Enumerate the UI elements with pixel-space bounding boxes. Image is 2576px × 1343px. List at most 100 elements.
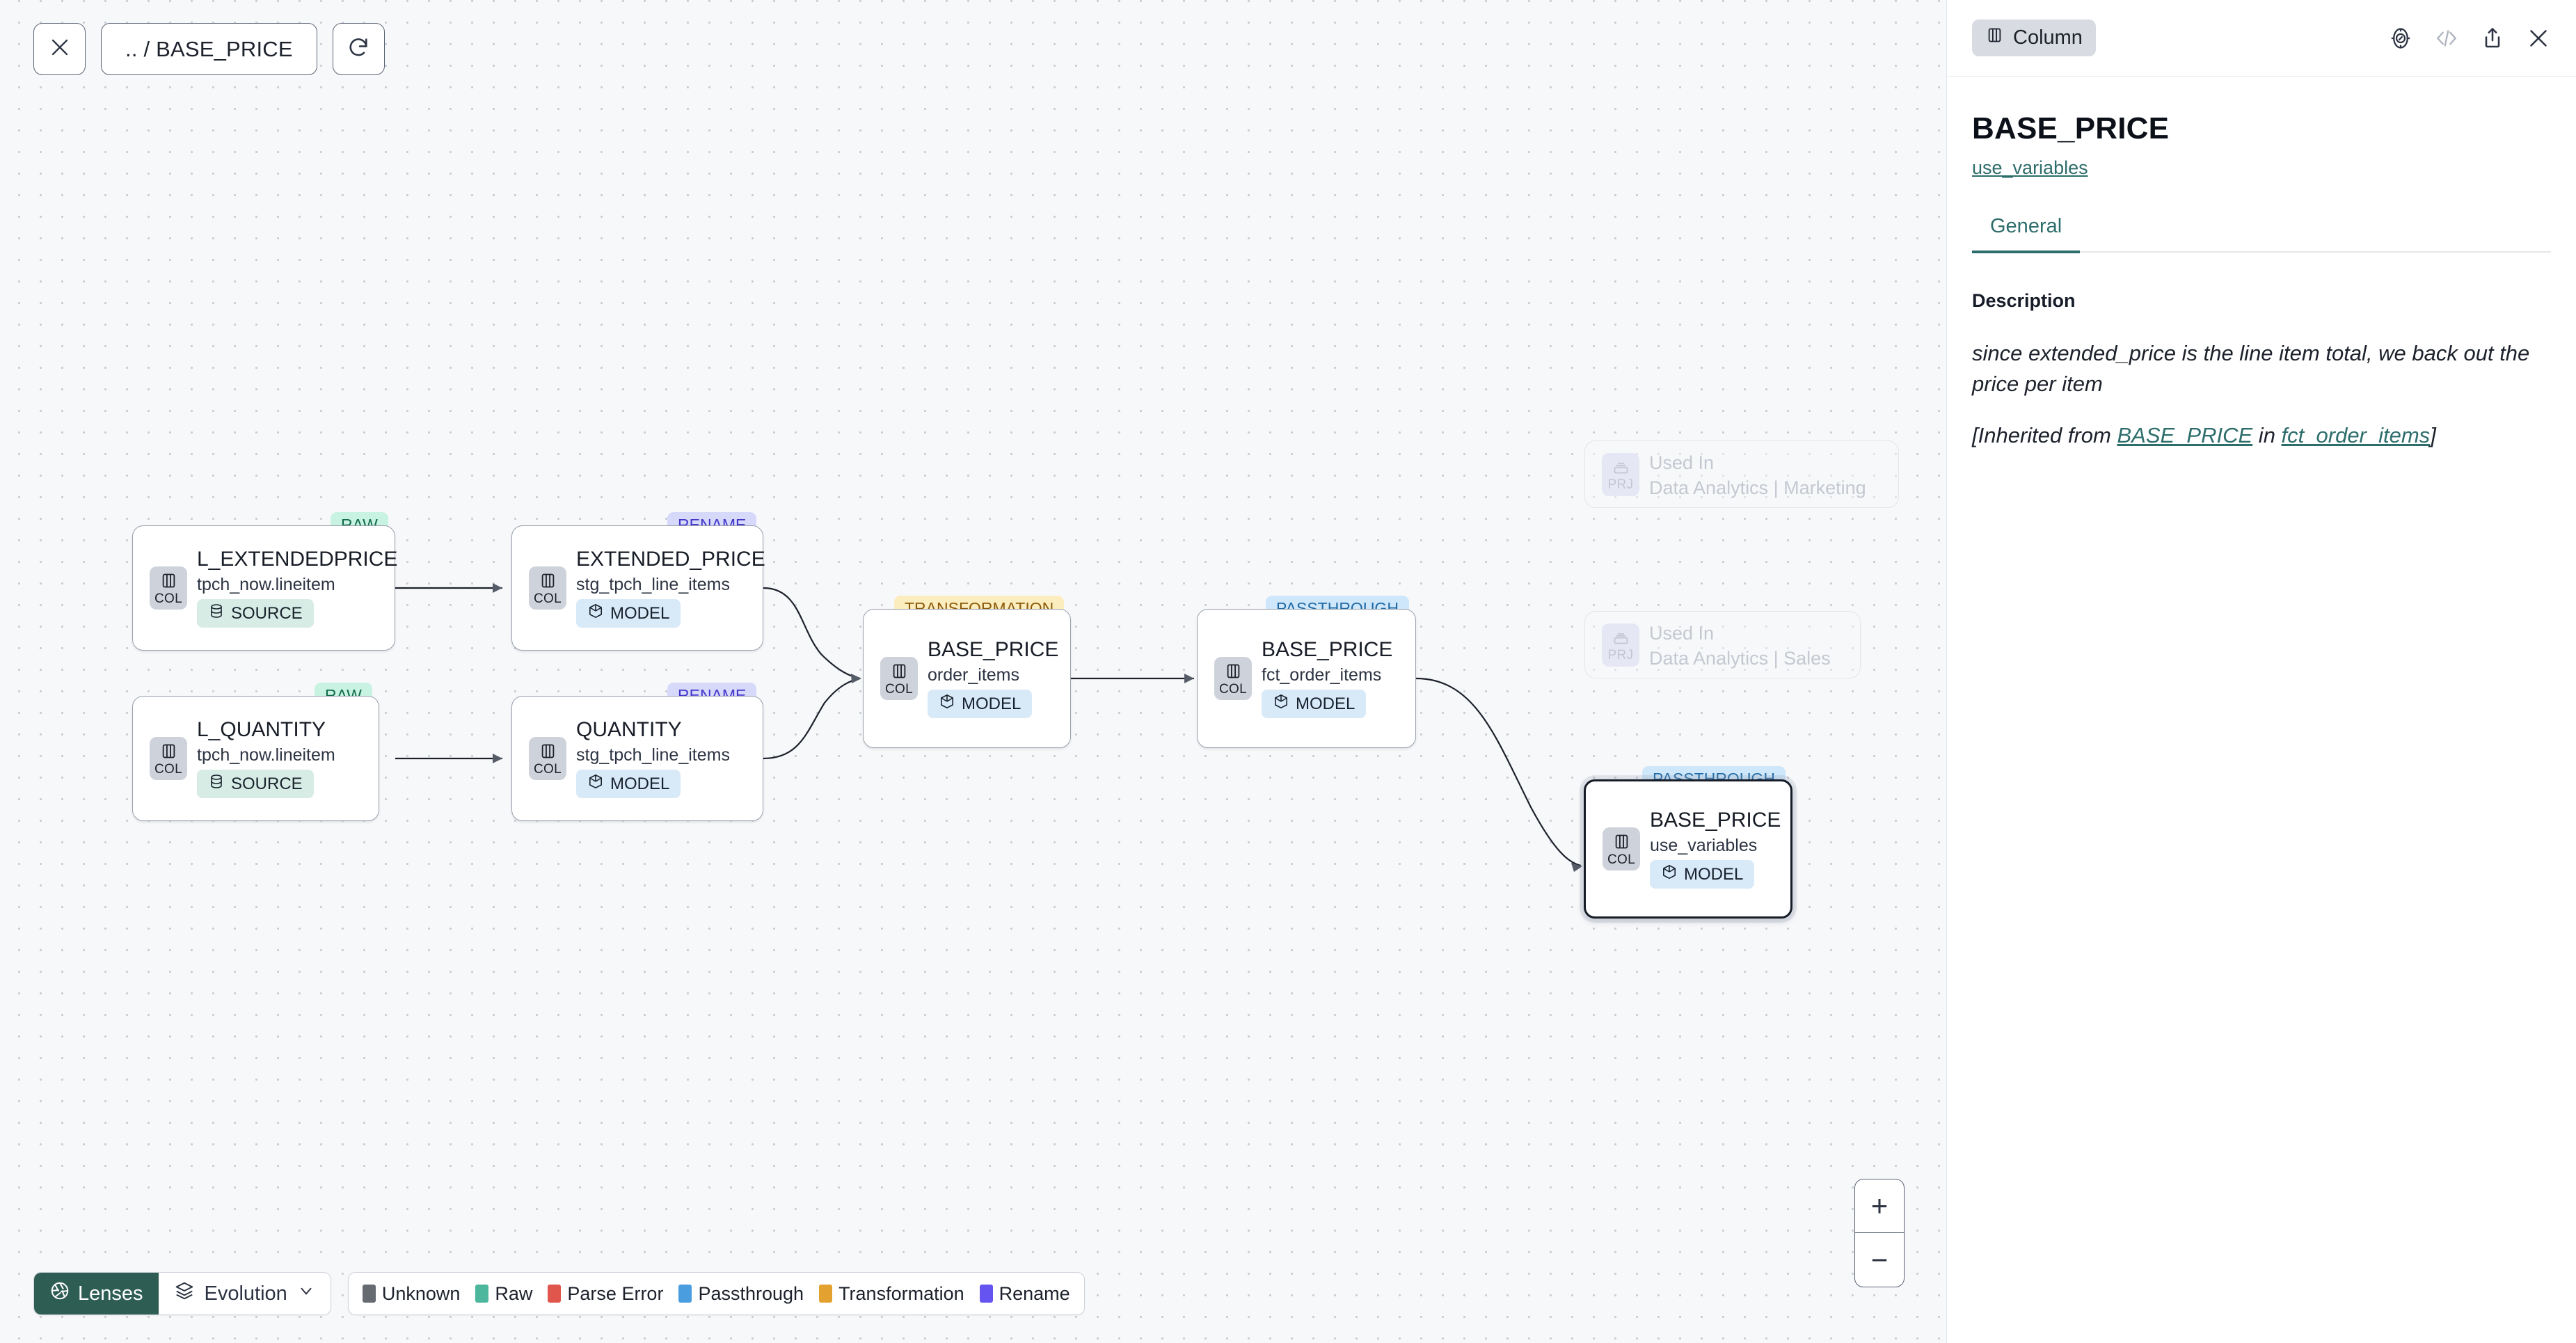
panel-tabs: General xyxy=(1972,215,2551,253)
inherited-model-link[interactable]: fct_order_items xyxy=(2281,423,2431,447)
close-panel-icon[interactable] xyxy=(2526,26,2551,51)
tab-general[interactable]: General xyxy=(1972,215,2081,253)
node-title: BASE_PRICE xyxy=(1650,809,1781,832)
legend-swatch xyxy=(819,1285,833,1303)
node-icon-label: PRJ xyxy=(1607,477,1634,492)
layers-icon xyxy=(174,1280,195,1307)
node-subtitle: order_items xyxy=(928,665,1019,685)
node-subtitle: fct_order_items xyxy=(1262,665,1382,685)
entity-type-pill[interactable]: Column xyxy=(1972,19,2096,56)
evolution-dropdown[interactable]: Evolution xyxy=(159,1273,331,1314)
legend-swatch xyxy=(678,1285,692,1303)
used-in-label: Used In xyxy=(1649,452,1715,473)
legend-item-unknown[interactable]: Unknown xyxy=(362,1282,461,1305)
node-icon-label: COL xyxy=(1607,852,1635,867)
explore-compass-icon[interactable] xyxy=(2388,26,2413,51)
share-icon[interactable] xyxy=(2480,26,2505,51)
node-subtitle: stg_tpch_line_items xyxy=(576,745,730,765)
close-icon xyxy=(48,35,72,63)
legend-item-rename[interactable]: Rename xyxy=(979,1282,1070,1305)
node-icon-label: COL xyxy=(885,681,913,697)
column-icon: COL xyxy=(150,566,187,610)
used-in-project: Data Analytics | Marketing xyxy=(1649,477,1866,498)
refresh-icon xyxy=(347,35,370,63)
zoom-out-button[interactable]: − xyxy=(1870,1243,1889,1276)
canvas-toolbar: .. / BASE_PRICE xyxy=(33,23,385,75)
lineage-node-used-in-marketing[interactable]: PRJ Used In Data Analytics | Marketing xyxy=(1584,440,1899,508)
node-title: BASE_PRICE xyxy=(928,638,1059,661)
zoom-in-button[interactable]: + xyxy=(1855,1179,1904,1233)
node-subtitle: tpch_now.lineitem xyxy=(197,745,335,765)
legend-item-raw[interactable]: Raw xyxy=(475,1283,532,1305)
breadcrumb[interactable]: .. / BASE_PRICE xyxy=(101,23,317,75)
legend-item-passthrough[interactable]: Passthrough xyxy=(678,1283,804,1305)
node-kind-label: MODEL xyxy=(610,603,670,623)
lenses-group: Lenses Evolution xyxy=(33,1272,331,1315)
inherited-column-link[interactable]: BASE_PRICE xyxy=(2117,423,2253,447)
evolution-label: Evolution xyxy=(204,1282,287,1305)
inherited-prefix: [Inherited from xyxy=(1972,423,2117,447)
zoom-controls[interactable]: + − xyxy=(1854,1179,1905,1287)
column-icon: COL xyxy=(150,737,187,780)
node-kind-chip: MODEL xyxy=(928,690,1033,718)
node-title: L_EXTENDEDPRICE xyxy=(197,548,398,571)
legend-label: Raw xyxy=(495,1282,533,1304)
lineage-canvas[interactable]: .. / BASE_PRICE PRJ Used In Data Analytics… xyxy=(0,0,1946,1343)
node-title: BASE_PRICE xyxy=(1262,638,1393,661)
database-icon xyxy=(208,773,225,795)
used-in-label: Used In xyxy=(1649,622,1715,644)
refresh-button[interactable] xyxy=(332,23,385,75)
project-icon: PRJ xyxy=(1602,452,1639,496)
legend-item-transformation[interactable]: Transformation xyxy=(819,1283,964,1305)
node-subtitle: tpch_now.lineitem xyxy=(197,575,335,594)
column-icon xyxy=(1985,26,2004,50)
cube-icon xyxy=(587,603,604,624)
node-kind-label: MODEL xyxy=(962,694,1021,713)
node-title: EXTENDED_PRICE xyxy=(576,548,765,571)
breadcrumb-label: .. / BASE_PRICE xyxy=(125,36,293,61)
cube-icon xyxy=(1273,693,1289,715)
column-icon: COL xyxy=(880,657,918,700)
inherited-suffix: ] xyxy=(2430,423,2436,447)
legend-label: Parse Error xyxy=(567,1282,664,1304)
cube-icon xyxy=(587,773,604,795)
node-kind-label: MODEL xyxy=(610,774,670,793)
inherited-from-note: [Inherited from BASE_PRICE in fct_order_… xyxy=(1972,423,2551,448)
chevron-down-icon xyxy=(297,1282,315,1305)
node-kind-chip: MODEL xyxy=(576,770,681,798)
legend-label: Rename xyxy=(999,1282,1070,1304)
lenses-button[interactable]: Lenses xyxy=(34,1273,159,1314)
legend-swatch xyxy=(979,1285,993,1303)
legend-item-parse-error[interactable]: Parse Error xyxy=(548,1283,663,1305)
legend-swatch xyxy=(362,1285,376,1303)
entity-type-label: Column xyxy=(2013,26,2083,49)
node-title: QUANTITY xyxy=(576,718,682,741)
close-button[interactable] xyxy=(33,23,86,75)
cube-icon xyxy=(939,693,955,715)
inherited-middle: in xyxy=(2252,423,2282,447)
node-title: L_QUANTITY xyxy=(197,718,326,741)
used-in-project: Data Analytics | Sales xyxy=(1649,647,1831,669)
code-icon[interactable] xyxy=(2434,26,2459,51)
bottom-bar: Lenses Evolution Unknown Raw Parse Error Pa… xyxy=(33,1272,1085,1315)
database-icon xyxy=(208,603,225,624)
node-icon-label: COL xyxy=(154,761,182,777)
legend-label: Transformation xyxy=(838,1282,964,1304)
legend-label: Unknown xyxy=(381,1282,461,1304)
lineage-legend: Unknown Raw Parse Error Passthrough Transfor… xyxy=(347,1272,1085,1315)
node-kind-chip: MODEL xyxy=(1262,690,1367,718)
page-title: BASE_PRICE xyxy=(1972,111,2170,145)
parent-model-link[interactable]: use_variables xyxy=(1972,157,2088,178)
